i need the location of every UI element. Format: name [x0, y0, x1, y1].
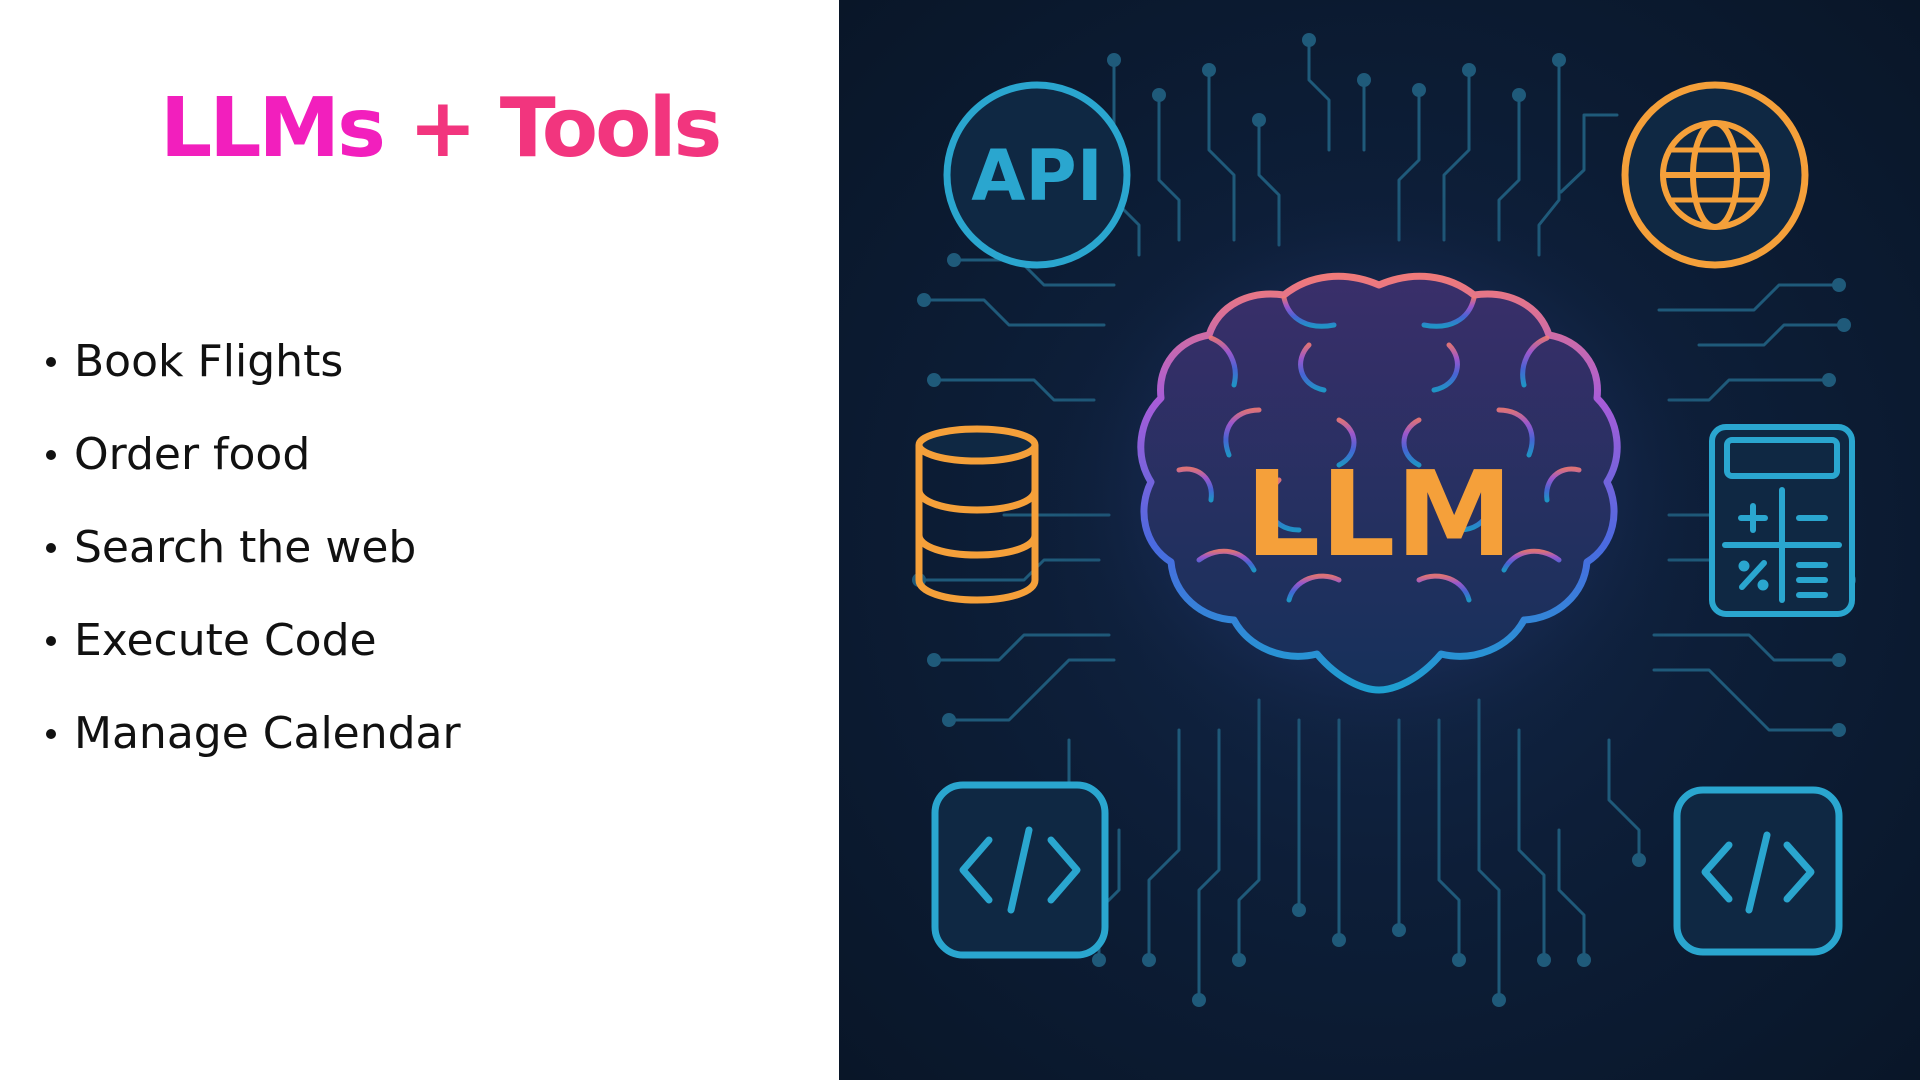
bullet-list: Book Flights Order food Search the web E…: [44, 332, 461, 797]
database-icon: [915, 425, 1039, 604]
bullet-dot-icon: [46, 543, 56, 553]
bullet-text: Manage Calendar: [74, 708, 461, 759]
bullet-dot-icon: [46, 636, 56, 646]
slide-title: LLMs + Tools: [160, 81, 722, 176]
bullet-item: Order food: [44, 425, 461, 518]
bullet-item: Execute Code: [44, 611, 461, 704]
globe-icon: [1621, 81, 1809, 269]
bullet-dot-icon: [46, 357, 56, 367]
bullet-dot-icon: [46, 450, 56, 460]
bullet-text: Order food: [74, 429, 311, 480]
bullet-dot-icon: [46, 729, 56, 739]
api-icon: API: [943, 81, 1131, 269]
brain-icon: LLM: [1137, 272, 1621, 694]
left-panel: LLMs + Tools Book Flights Order food Sea…: [0, 0, 839, 1080]
llm-label: LLM: [1245, 445, 1513, 583]
bullet-text: Book Flights: [74, 336, 344, 387]
title-tools: + Tools: [382, 81, 722, 176]
title-llms: LLMs: [160, 81, 386, 176]
bullet-item: Book Flights: [44, 332, 461, 425]
api-label: API: [971, 135, 1103, 217]
calculator-icon: [1709, 424, 1855, 617]
bullet-item: Manage Calendar: [44, 704, 461, 797]
bullet-text: Execute Code: [74, 615, 377, 666]
code-icon: [931, 781, 1109, 959]
llm-tools-illustration: LLM API: [912, 33, 1856, 1007]
bullet-item: Search the web: [44, 518, 461, 611]
bullet-text: Search the web: [74, 522, 417, 573]
code-icon: [1673, 786, 1843, 956]
illustration-panel: LLM API: [839, 0, 1920, 1080]
